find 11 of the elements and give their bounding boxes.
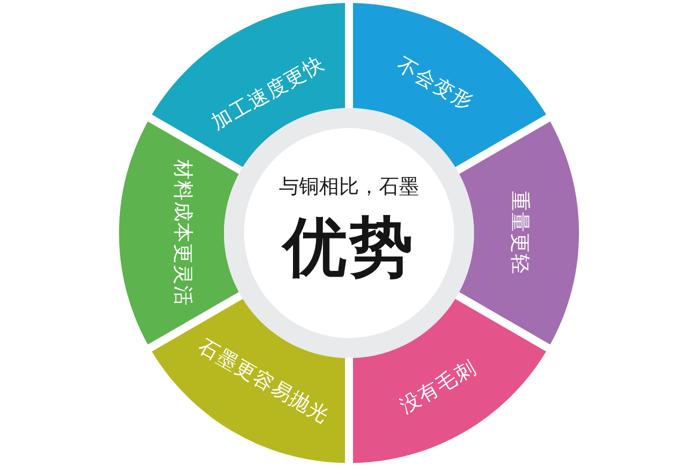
segment-label: 石墨更容易抛光: [194, 334, 333, 428]
ring-segment: [353, 3, 547, 168]
segment-label: 没有毛刺: [396, 356, 480, 418]
segment-label: 重量更轻: [508, 191, 532, 275]
ring-segment: [353, 298, 547, 463]
center-subtitle: 与铜相比，石墨: [279, 174, 419, 198]
segment-label: 材料成本更灵活: [172, 160, 194, 306]
ring-segment: [459, 121, 579, 345]
center-heading: 优势: [283, 214, 415, 282]
segment-label: 加工速度更快: [208, 51, 328, 134]
segment-label: 不会变形: [392, 53, 478, 115]
